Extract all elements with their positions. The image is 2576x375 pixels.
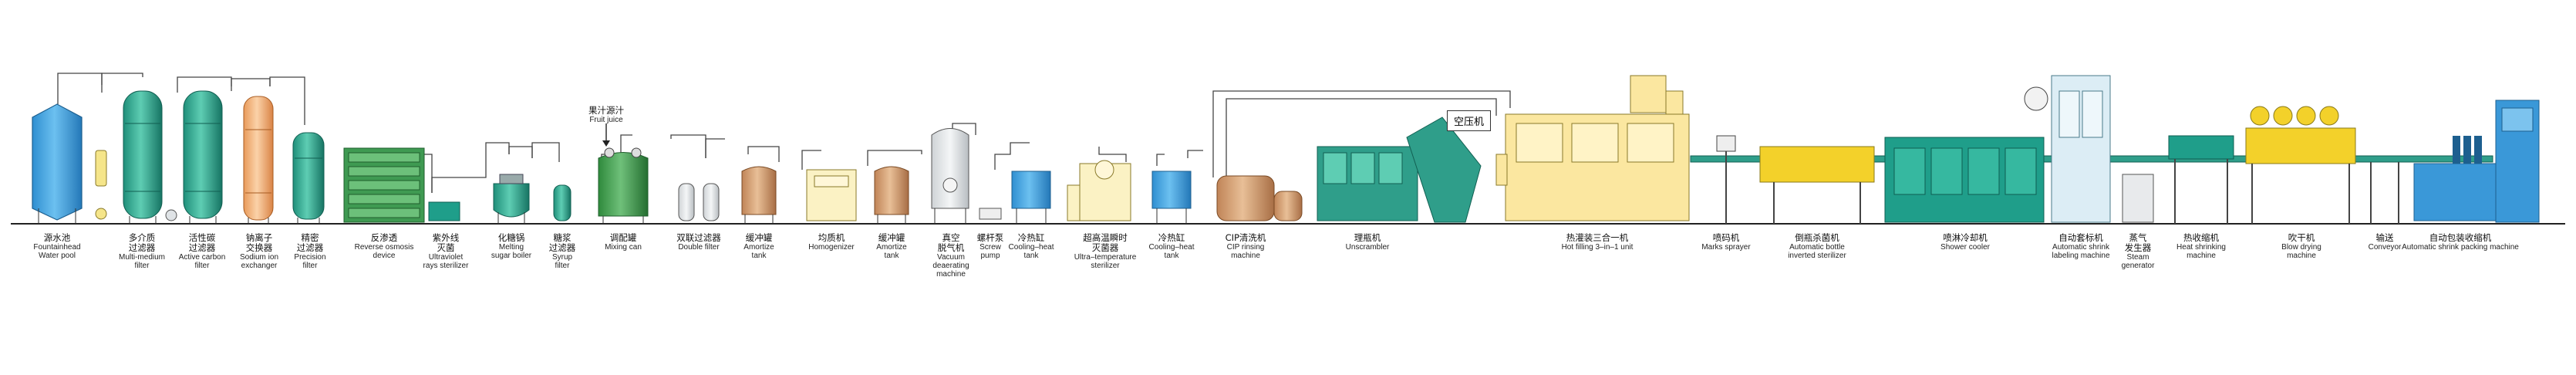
double-filter-vessels — [678, 183, 720, 221]
hot-filling-unit — [1495, 75, 1690, 221]
screw-pump-unit — [979, 208, 1002, 220]
sodium-ion-exchanger-tank — [243, 96, 274, 224]
inverted-sterilizer-machine — [1759, 146, 1875, 224]
steam-generator-unit — [2122, 174, 2154, 223]
amortize-tank-1-vessel — [741, 166, 777, 224]
uv-sterilizer-box — [428, 201, 460, 221]
active-carbon-filter-tank — [183, 90, 223, 224]
pump-icon — [165, 209, 177, 221]
shower-cooler-machine — [1884, 137, 2045, 223]
conveyor-end — [2370, 162, 2399, 224]
pipe-network — [57, 73, 1511, 193]
pump-icon — [95, 208, 107, 220]
vacuum-deaerating-vessel — [931, 128, 969, 224]
unscrambler-machine — [1317, 117, 1482, 223]
melting-sugar-boiler-vessel — [493, 174, 530, 224]
cip-rinsing-unit — [1216, 175, 1303, 221]
homogenizer-machine — [806, 169, 857, 221]
arrow-down-icon — [602, 140, 610, 147]
blow-drying-machine-body — [2245, 106, 2356, 224]
flow-meter — [95, 150, 107, 187]
water-pool-tank — [32, 103, 83, 224]
shrink-labeling-machine-body — [2024, 75, 2111, 223]
marks-sprayer-unit — [1716, 135, 1736, 224]
syrup-filter-vessel — [553, 184, 572, 221]
uht-sterilizer-unit — [1067, 160, 1131, 221]
cooling-heat-tank-2-vessel — [1151, 171, 1192, 224]
cooling-heat-tank-1-vessel — [1011, 171, 1051, 224]
heat-shrinking-machine-body — [2168, 135, 2234, 224]
multi-medium-filter-tank — [123, 90, 163, 224]
reverse-osmosis-unit — [343, 147, 425, 223]
shrink-packing-machine-body — [2413, 100, 2540, 223]
mixing-can-vessel — [598, 147, 649, 224]
amortize-tank-2-vessel — [874, 166, 909, 224]
precision-filter-tank — [292, 132, 325, 224]
